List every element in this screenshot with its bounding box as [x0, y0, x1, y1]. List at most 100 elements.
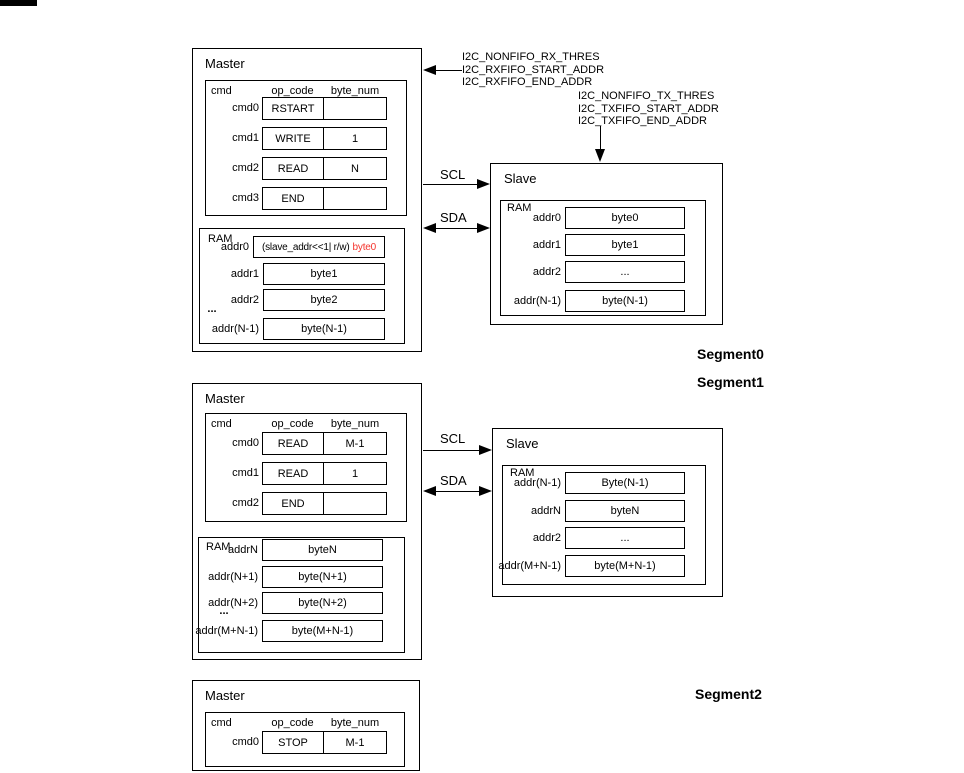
- cmd-row: END: [262, 187, 387, 210]
- ram-row-label: addr(N-1): [211, 323, 259, 335]
- ram-row-label: addr(N+1): [208, 571, 258, 583]
- rx-register-annotations: I2C_NONFIFO_RX_THRES I2C_RXFIFO_START_AD…: [462, 51, 604, 89]
- sda-arrow-left-icon: [423, 223, 436, 233]
- rx-arrow-left-icon: [423, 65, 436, 75]
- cmd-row: RSTART: [262, 97, 387, 120]
- ram-row-label: addrN: [531, 505, 561, 517]
- ram-row-label: addr(M+N-1): [195, 625, 258, 637]
- ram-cell: byte1: [263, 263, 385, 285]
- cmd-row-label: cmd3: [232, 192, 259, 204]
- byte-num-header: byte_num: [330, 418, 380, 430]
- scl-line: [423, 184, 477, 185]
- ram-row-label: addr(N+2): [208, 597, 258, 609]
- byte-num-cell: [324, 493, 386, 514]
- annotation-line: I2C_NONFIFO_RX_THRES: [462, 51, 600, 63]
- op-code-cell: READ: [263, 158, 324, 179]
- tx-arrow-line: [600, 126, 601, 149]
- op-code-header: op_code: [271, 717, 314, 729]
- scl-label: SCL: [440, 431, 466, 446]
- ram-cell: byte2: [263, 289, 385, 311]
- ram-cell: byte0: [565, 207, 685, 229]
- sda-line: [436, 491, 479, 492]
- cmd-row: STOP M-1: [262, 731, 387, 754]
- ram-row-label: addr(M+N-1): [498, 560, 561, 572]
- segment1-slave-title: Slave: [506, 436, 539, 451]
- ram-row-label: addr0: [532, 212, 561, 224]
- ram-row-label: addr2: [532, 532, 561, 544]
- annotation-line: I2C_NONFIFO_TX_THRES: [578, 90, 715, 102]
- cmd-row-label: cmd1: [232, 467, 259, 479]
- scl-line: [423, 450, 479, 451]
- byte-num-cell: 1: [351, 467, 359, 480]
- cmd-row: READ M-1: [262, 432, 387, 455]
- segment0-slave-title: Slave: [504, 171, 537, 186]
- ram-cell: byteN: [262, 539, 383, 561]
- ram-header: RAM: [206, 541, 231, 553]
- ram-cell-value: (slave_addr<<1| r/w): [262, 241, 350, 253]
- ram-header: RAM: [208, 233, 233, 245]
- ram-cell: byte(N-1): [263, 318, 385, 340]
- ram-cell: byte(N+2): [262, 592, 383, 614]
- op-code-cell: END: [263, 188, 324, 209]
- cmd-header: cmd: [211, 418, 232, 430]
- op-code-cell: RSTART: [263, 98, 324, 119]
- ram-row-label: addr1: [532, 239, 561, 251]
- sda-line: [436, 228, 477, 229]
- ram-row-label: addr0: [220, 241, 249, 253]
- byte-num-cell: [324, 188, 386, 209]
- cmd-row: END: [262, 492, 387, 515]
- op-code-cell: END: [263, 493, 324, 514]
- byte-num-cell: N: [351, 162, 359, 175]
- page-edge-mark: [0, 0, 37, 6]
- annotation-line: I2C_TXFIFO_START_ADDR: [578, 102, 719, 115]
- op-code-cell: READ: [263, 433, 324, 454]
- ram-cell: byte(M+N-1): [262, 620, 383, 642]
- ram-row-label: addr(N-1): [513, 477, 561, 489]
- ram-cell: Byte(N-1): [565, 472, 685, 494]
- byte-num-cell: [324, 98, 386, 119]
- op-code-cell: READ: [263, 463, 324, 484]
- ram-cell-value-highlight: byte0: [352, 241, 377, 253]
- ram-row-label: addr2: [532, 266, 561, 278]
- ram-header: RAM: [510, 467, 535, 479]
- ram-cell: ...: [565, 527, 685, 549]
- cmd-row-label: cmd2: [232, 162, 259, 174]
- ram-row-label: addr(N-1): [513, 295, 561, 307]
- segment1-label: Segment1: [697, 374, 764, 390]
- ram-cell: (slave_addr<<1| r/w) byte0: [253, 236, 385, 258]
- byte-num-header: byte_num: [330, 85, 380, 97]
- tx-register-annotations: I2C_NONFIFO_TX_THRES I2C_TXFIFO_START_AD…: [578, 90, 719, 128]
- op-code-header: op_code: [271, 418, 314, 430]
- cmd-row-label: cmd1: [232, 132, 259, 144]
- ram-cell: byte(N-1): [565, 290, 685, 312]
- sda-label: SDA: [440, 210, 467, 225]
- sda-label: SDA: [440, 473, 467, 488]
- byte-num-cell: M-1: [345, 736, 365, 749]
- cmd-row: WRITE 1: [262, 127, 387, 150]
- op-code-cell: STOP: [263, 732, 324, 753]
- op-code-header: op_code: [271, 85, 314, 97]
- cmd-row-label: cmd2: [232, 497, 259, 509]
- sda-arrow-right-icon: [479, 486, 492, 496]
- segment2-master-title: Master: [205, 688, 245, 703]
- byte-num-cell: M-1: [345, 437, 365, 450]
- byte-num-header: byte_num: [330, 717, 380, 729]
- cmd-row-label: cmd0: [232, 437, 259, 449]
- cmd-row: READ N: [262, 157, 387, 180]
- byte-num-cell: 1: [351, 132, 359, 145]
- sda-arrow-right-icon: [477, 223, 490, 233]
- annotation-line: I2C_RXFIFO_END_ADDR: [462, 76, 593, 88]
- ram-cell: ...: [565, 261, 685, 283]
- op-code-cell: WRITE: [263, 128, 324, 149]
- scl-arrow-right-icon: [477, 179, 490, 189]
- ram-cell: byte(M+N-1): [565, 555, 685, 577]
- ram-ellipsis: ...: [207, 303, 217, 315]
- cmd-row-label: cmd0: [232, 102, 259, 114]
- annotation-line: I2C_RXFIFO_START_ADDR: [462, 63, 605, 76]
- scl-label: SCL: [440, 167, 466, 182]
- cmd-row-label: cmd0: [232, 736, 259, 748]
- ram-row-label: addr1: [230, 268, 259, 280]
- ram-row-label: addrN: [228, 544, 258, 556]
- ram-header: RAM: [507, 202, 532, 214]
